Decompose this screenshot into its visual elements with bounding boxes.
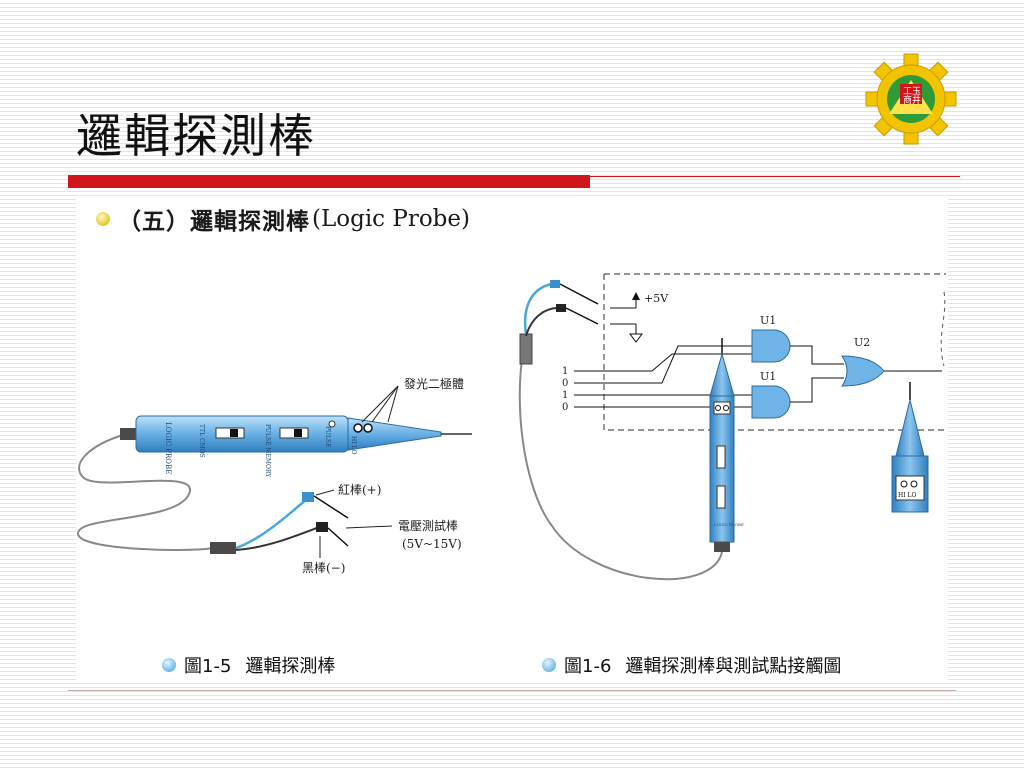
figure2-caption-number: 圖1-6: [564, 656, 612, 677]
lo-led: [363, 423, 373, 433]
center-red-lead: [523, 282, 553, 335]
figure-logic-probe: LOGIC PROBE TTL CMOS PULSE MEMORY PULSE …: [76, 376, 472, 575]
cable-boot-bottom: [210, 542, 236, 554]
heading-chinese: （五）邏輯探測棒: [118, 209, 310, 235]
figure1-caption: 圖1-5 邏輯探測棒: [162, 652, 335, 678]
probe-body-label: LOGIC PROBE: [164, 422, 172, 474]
switch1-label: TTL CMOS: [198, 424, 205, 458]
svg-text:商: 商: [903, 94, 912, 106]
center-probe-body: [709, 395, 735, 543]
input-4: 0: [562, 402, 568, 413]
red-lead-label: 紅棒(+): [338, 483, 381, 497]
vcc-arrow: [632, 292, 640, 300]
figure2-caption-text: 邏輯探測棒與測試點接觸圖: [625, 656, 842, 677]
cable-coil: [519, 333, 533, 365]
pulse-label: PULSE: [324, 426, 331, 447]
title-underline-bar: [68, 175, 590, 188]
black-lead-wire: [235, 525, 323, 551]
figure1-caption-text: 邏輯探測棒: [245, 656, 336, 677]
black-lead-label: 黑棒(−): [302, 561, 345, 575]
input-2: 0: [562, 378, 568, 389]
red-clip: [302, 492, 314, 502]
caption-bullet-icon: [542, 658, 556, 672]
volt-probe-label: 電壓測試棒: [398, 518, 458, 533]
caption-bullet-icon: [162, 658, 176, 672]
center-probe-tip: [709, 352, 735, 397]
cable-boot-top: [120, 428, 136, 440]
input-wire-2: [574, 345, 752, 384]
right-probe-tip: [895, 399, 925, 457]
or-gate-u2: [841, 355, 885, 387]
figure2-caption: 圖1-6 邏輯探測棒與測試點接觸圖: [542, 652, 841, 678]
u1b-label: U1: [760, 370, 776, 383]
heading-english: (Logic Probe): [312, 206, 470, 232]
black-clip: [316, 522, 328, 532]
bullet-icon: [96, 212, 110, 226]
svg-text:工: 工: [903, 87, 912, 97]
center-cable-boot: [714, 542, 730, 552]
school-logo: 工 玉 商 井: [865, 53, 957, 145]
vcc-label: +5V: [644, 292, 669, 305]
page-title: 邏輯探測棒: [76, 109, 316, 163]
input-3: 1: [562, 390, 568, 401]
volt-range-label: (5V~15V): [402, 537, 462, 551]
figure-probe-circuit: +5V 1 0 1 0 U1 U1 U2 HI LO: [518, 273, 946, 581]
hilo-label: HI LO: [350, 436, 357, 454]
svg-text:井: 井: [912, 94, 921, 106]
switch2-label: PULSE MEMORY: [264, 424, 271, 478]
and-gate-u1b: [751, 385, 791, 419]
hi-led: [353, 423, 363, 433]
section-heading: （五）邏輯探測棒 (Logic Probe): [96, 202, 470, 236]
probe-tip-body: [347, 417, 442, 451]
ground-symbol: [629, 333, 643, 343]
center-probe-cable: [518, 335, 723, 581]
svg-text:玉: 玉: [912, 86, 921, 97]
title-underline-thin: [590, 176, 960, 177]
bottom-rule: [68, 690, 956, 691]
right-probe-hilo: HI LO: [898, 492, 916, 499]
red-lead-wire: [235, 497, 309, 550]
board-outline: [603, 273, 946, 431]
center-probe-label: LOGIC PROBE: [714, 522, 744, 527]
led-callout: 發光二極體: [404, 376, 464, 391]
u2-label: U2: [854, 336, 870, 349]
input-1: 1: [562, 366, 568, 377]
u1a-label: U1: [760, 314, 776, 327]
and-gate-u1a: [751, 329, 791, 363]
figure1-caption-number: 圖1-5: [184, 656, 232, 677]
probe-cable: [76, 433, 213, 551]
figure-panel: （五）邏輯探測棒 (Logic Probe) LOGIC PROBE TTL C…: [76, 196, 948, 680]
